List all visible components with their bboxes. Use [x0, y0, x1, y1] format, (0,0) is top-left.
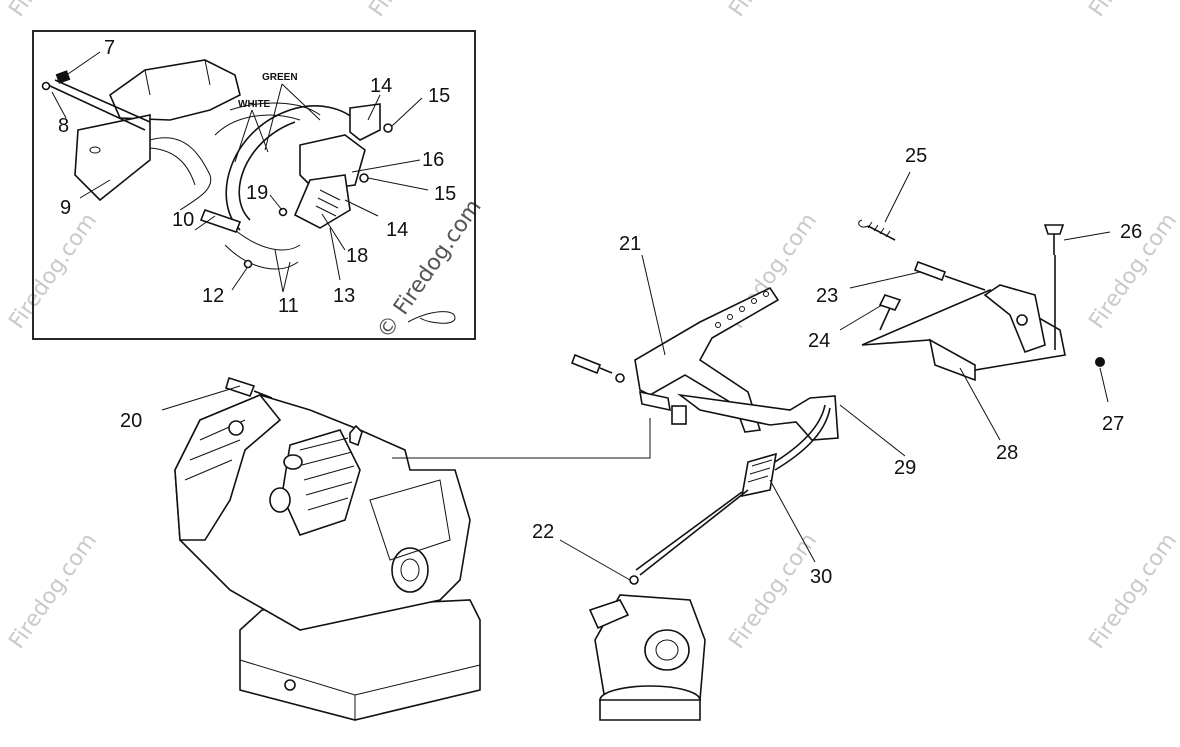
- engine-block: [161, 376, 481, 721]
- watermark-main: © Firedog.com: [372, 195, 486, 343]
- callout-24: 24: [808, 330, 830, 352]
- watermark: Firedog.com: [1084, 529, 1180, 654]
- callout-7: 7: [104, 37, 115, 59]
- wire-label-white: WHITE: [238, 99, 271, 110]
- callout-22: 22: [532, 521, 554, 543]
- control-bracket: [570, 254, 839, 441]
- callout-18: 18: [346, 245, 368, 267]
- callout-21: 21: [619, 233, 641, 255]
- callout-8: 8: [58, 115, 69, 137]
- watermark: Firedog.com: [4, 209, 102, 334]
- callout-26: 26: [1120, 221, 1142, 243]
- callout-9: 9: [60, 197, 71, 219]
- callout-29: 29: [894, 457, 916, 479]
- control-assembly: [839, 171, 1111, 441]
- watermark: Firedog.com: [724, 0, 822, 21]
- callout-25: 25: [905, 145, 927, 167]
- callout-15: 15: [434, 183, 456, 205]
- ignition-inset: [32, 30, 476, 340]
- watermark: Firedog.com: [364, 0, 462, 21]
- watermark: Firedog.com: [4, 0, 102, 21]
- throttle-cable: [635, 404, 906, 576]
- callout-14: 14: [386, 219, 408, 241]
- callout-20: 20: [120, 410, 142, 432]
- callout-15: 15: [428, 85, 450, 107]
- callout-13: 13: [333, 285, 355, 307]
- callout-28: 28: [996, 442, 1018, 464]
- callout-27: 27: [1102, 413, 1124, 435]
- callout-30: 30: [810, 566, 832, 588]
- callout-16: 16: [422, 149, 444, 171]
- callout-19: 19: [246, 182, 268, 204]
- callout-14: 14: [370, 75, 392, 97]
- carburetor: [559, 539, 706, 721]
- callout-10: 10: [172, 209, 194, 231]
- watermark: Firedog.com: [4, 529, 102, 654]
- connector-line: [392, 418, 651, 459]
- wire-label-green: GREEN: [262, 72, 298, 83]
- callout-23: 23: [816, 285, 838, 307]
- callout-labels: 7 8 9 10 11 12 13 14 14 15 15 16 18 19 2…: [58, 37, 1142, 588]
- watermark: Firedog.com: [1084, 0, 1180, 21]
- callout-12: 12: [202, 285, 224, 307]
- callout-11: 11: [278, 295, 299, 317]
